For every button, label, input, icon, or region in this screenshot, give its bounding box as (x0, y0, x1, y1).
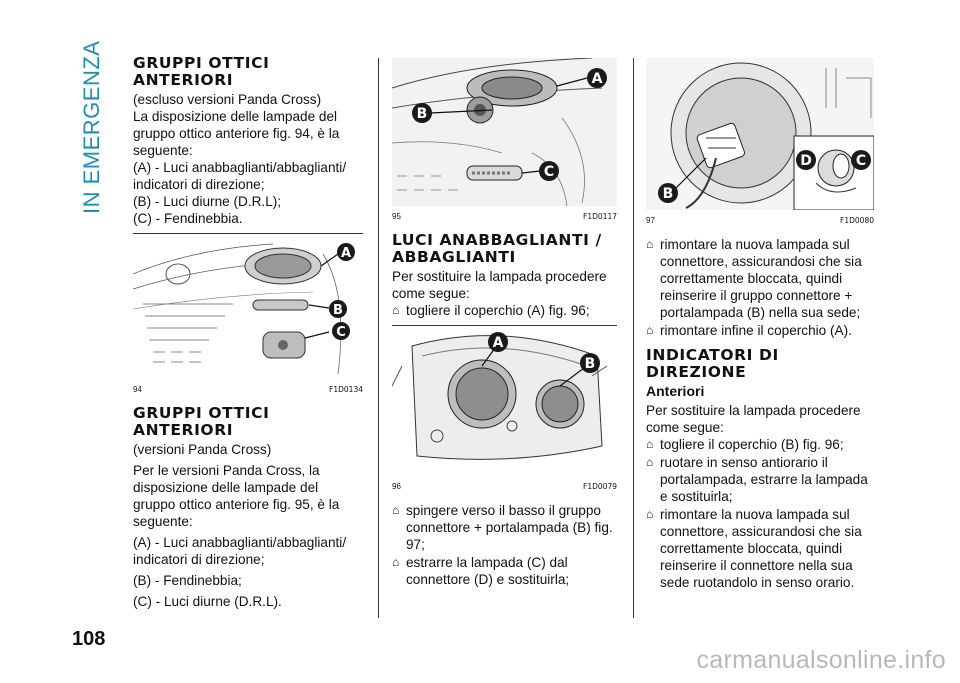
list-item-text: togliere il coperchio (B) fig. 96; (660, 437, 844, 452)
bulb-connector-illustration: B D C (646, 58, 875, 211)
list-item: ⌂ togliere il coperchio (B) fig. 96; (646, 436, 874, 453)
label-b: B (585, 356, 596, 372)
figure-caption: 96 F1D0079 (392, 482, 617, 492)
paragraph: (A) - Luci anabbaglianti/abbaglianti/ in… (133, 160, 347, 192)
figure-code: F1D0080 (840, 216, 874, 225)
figure-97: B D C 97 F1D0080 (646, 58, 875, 226)
label-a-badge: A (587, 68, 607, 88)
label-c-badge: C (539, 161, 559, 181)
label-c-badge: C (851, 150, 871, 170)
label-a-badge: A (337, 243, 355, 261)
list-item: ⌂ rimontare infine il coperchio (A). (646, 322, 874, 339)
figure-number: 95 (392, 212, 401, 221)
label-c: C (336, 325, 346, 340)
label-d: D (800, 153, 812, 169)
paragraph: Per sostituire la lampada procedere come… (646, 403, 861, 435)
label-d-badge: D (796, 150, 816, 170)
headlight-rear-illustration: A B (391, 332, 608, 460)
bulb-icon: ⌂ (646, 507, 654, 521)
figure-94: A B C 94 F1D0134 (132, 233, 363, 395)
paragraph: (A) - Luci anabbaglianti/abbaglianti/ in… (133, 535, 347, 567)
label-c: C (544, 164, 554, 180)
paragraph: (B) - Luci diurne (D.R.L); (133, 194, 282, 209)
heading-gruppi-ottici-cross: GRUPPI OTTICI ANTERIORI (133, 404, 270, 439)
figure-caption: 94 F1D0134 (133, 385, 363, 395)
figure-number: 97 (646, 216, 655, 225)
list-item: ⌂ rimontare la nuova lampada sul connetto… (646, 506, 874, 591)
label-a: A (493, 335, 504, 351)
label-a: A (341, 246, 351, 261)
label-a: A (592, 71, 603, 87)
headlight-cross-illustration: A B C (391, 57, 617, 207)
label-c: C (856, 153, 866, 169)
paragraph: Per le versioni Panda Cross, la disposiz… (133, 463, 340, 529)
paragraph: (C) - Fendinebbia. (133, 211, 243, 226)
list-item-text: ruotare in senso antiorario il portalamp… (660, 455, 868, 504)
heading-gruppi-ottici: GRUPPI OTTICI ANTERIORI (133, 54, 270, 89)
column-2: A B C 95 F1D0117 LUCI ANABBAGLIANTI / AB… (391, 57, 617, 589)
paragraph: La disposizione delle lampade del gruppo… (133, 109, 340, 158)
list-item-text: estrarre la lampada (C) dal connettore (… (406, 555, 570, 587)
label-b-badge: B (329, 300, 347, 318)
label-b-badge: B (580, 353, 600, 373)
list-item-text: togliere il coperchio (A) fig. 96; (406, 303, 590, 318)
label-b-badge: B (658, 183, 678, 203)
figure-96: A B 96 F1D0079 (391, 325, 617, 492)
figure-caption: 95 F1D0117 (392, 212, 617, 222)
section-title-text: IN EMERGENZA (79, 40, 104, 214)
list-item: ⌂ ruotare in senso antiorario il portalam… (646, 454, 874, 505)
bulb-icon: ⌂ (392, 555, 400, 569)
list-item: ⌂ estrarre la lampada (C) dal connettore … (392, 554, 617, 588)
label-c-badge: C (332, 322, 350, 340)
figure-code: F1D0079 (583, 482, 617, 491)
list-item: ⌂ spingere verso il basso il gruppo conne… (392, 502, 617, 553)
label-b-badge: B (412, 103, 432, 123)
figure-number: 96 (392, 482, 401, 491)
bulb-icon: ⌂ (646, 323, 654, 337)
label-b: B (417, 106, 428, 122)
bulb-icon: ⌂ (392, 503, 400, 517)
list-item-text: spingere verso il basso il gruppo connet… (406, 503, 613, 552)
column-3: B D C 97 F1D0080 ⌂ rimontare la nuova lam… (646, 58, 875, 592)
bulb-icon: ⌂ (646, 237, 654, 251)
column-1: GRUPPI OTTICI ANTERIORI (escluso version… (132, 54, 363, 614)
label-b: B (663, 186, 674, 202)
headlight-illustration: A B C (132, 243, 355, 375)
paragraph: (C) - Luci diurne (D.R.L). (133, 594, 282, 609)
figure-95: A B C 95 F1D0117 (391, 57, 617, 222)
bulb-icon: ⌂ (646, 437, 654, 451)
paragraph: Per sostituire la lampada procedere come… (392, 269, 607, 301)
section-title: IN EMERGENZA (72, 41, 112, 218)
subheading-anteriori: Anteriori (646, 383, 705, 399)
list-item: ⌂ rimontare la nuova lampada sul connetto… (646, 236, 874, 321)
watermark: carmanualsonline.info (696, 646, 946, 674)
paragraph: (versioni Panda Cross) (133, 442, 272, 457)
page-number: 108 (72, 628, 106, 650)
list-item-text: rimontare la nuova lampada sul connettor… (660, 237, 862, 320)
heading-indicatori: INDICATORI DI DIREZIONE (646, 346, 779, 381)
paragraph: (escluso versioni Panda Cross) (133, 92, 322, 107)
label-b: B (333, 303, 343, 318)
list-item-text: rimontare infine il coperchio (A). (660, 323, 852, 338)
column-divider (633, 58, 634, 618)
figure-number: 94 (133, 385, 142, 394)
figure-code: F1D0134 (329, 385, 363, 394)
bulb-icon: ⌂ (646, 455, 654, 469)
figure-code: F1D0117 (583, 212, 617, 221)
label-a-badge: A (488, 332, 508, 352)
list-item: ⌂ togliere il coperchio (A) fig. 96; (392, 302, 617, 319)
bulb-icon: ⌂ (392, 303, 400, 317)
figure-caption: 97 F1D0080 (646, 216, 874, 226)
column-divider (378, 58, 379, 618)
paragraph: (B) - Fendinebbia; (133, 573, 242, 588)
list-item-text: rimontare la nuova lampada sul connettor… (660, 507, 862, 590)
heading-luci-anabbaglianti: LUCI ANABBAGLIANTI / ABBAGLIANTI (392, 231, 602, 266)
